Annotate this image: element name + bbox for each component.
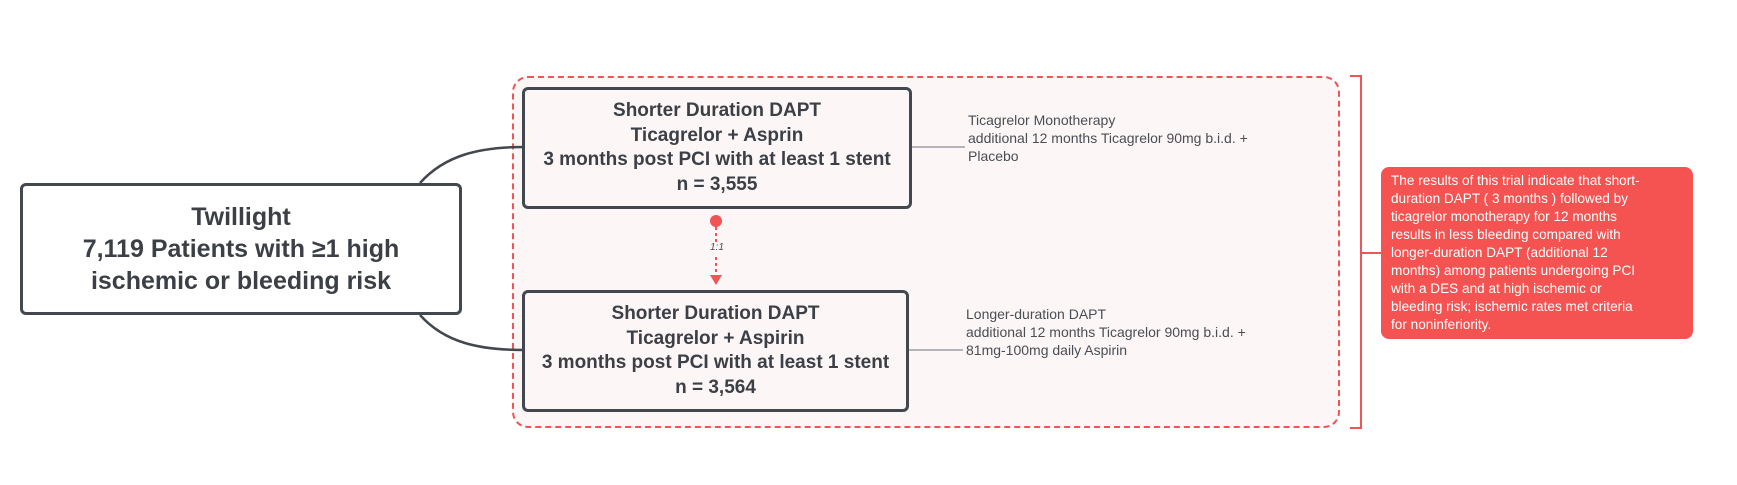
root-to-top-arm-connector [419,145,525,184]
arm-timing: 3 months post PCI with at least 1 stent [541,352,890,373]
risk-criteria: ischemic or bleeding risk [90,267,392,295]
top-arm-followup-note: Ticagrelor Monotherapy additional 12 mon… [968,111,1248,165]
conclusion-line: months) among patients undergoing PCI [1391,263,1636,278]
conclusion-line: longer-duration DAPT (additional 12 [1391,245,1608,260]
patient-count: 7,119 Patients with ≥1 high [82,235,400,263]
conclusion-line: duration DAPT ( 3 months ) followed by [1391,191,1628,206]
arm-regimen: Ticagrelor + Aspirin [626,327,805,349]
note-line: 81mg-100mg daily Aspirin [966,342,1128,358]
arm-sample-size: n = 3,564 [675,376,756,398]
conclusion-line: results in less bleeding compared with [1391,227,1621,242]
note-line: Placebo [968,148,1019,164]
trial-population-node: Twillight 7,119 Patients with ≥1 high is… [20,183,462,315]
arm-title: Shorter Duration DAPT [611,303,820,324]
arm-timing: 3 months post PCI with at least 1 stent [543,149,891,170]
trial-conclusion-box: The results of this trial indicate that … [1381,167,1693,339]
trial-name: Twillight [191,203,291,231]
bottom-arm-followup-note: Longer-duration DAPT additional 12 month… [966,305,1246,359]
randomization-ratio-label: 1:1 [709,242,725,254]
arm-longer-dapt-node: Shorter Duration DAPT Ticagrelor + Aspir… [522,290,909,412]
arm-ticagrelor-monotherapy-node: Shorter Duration DAPT Ticagrelor + Aspri… [522,87,912,209]
conclusion-line: for noninferiority. [1391,317,1492,332]
note-line: additional 12 months Ticagrelor 90mg b.i… [968,130,1248,146]
arm-regimen: Ticagrelor + Asprin [630,124,804,146]
arm-title: Shorter Duration DAPT [613,100,821,121]
root-to-bottom-arm-connector [419,314,525,352]
summary-bracket [1350,75,1362,429]
arm-sample-size: n = 3,555 [676,173,758,195]
note-line: Ticagrelor Monotherapy [968,112,1116,128]
conclusion-line: ticagrelor monotherapy for 12 months [1391,209,1617,224]
conclusion-line: The results of this trial indicate that … [1391,173,1640,188]
note-line: Longer-duration DAPT [966,306,1107,322]
conclusion-line: with a DES and at high ischemic or [1391,281,1602,296]
conclusion-line: bleeding risk; ischemic rates met criter… [1391,299,1633,314]
note-line: additional 12 months Ticagrelor 90mg b.i… [966,324,1246,340]
